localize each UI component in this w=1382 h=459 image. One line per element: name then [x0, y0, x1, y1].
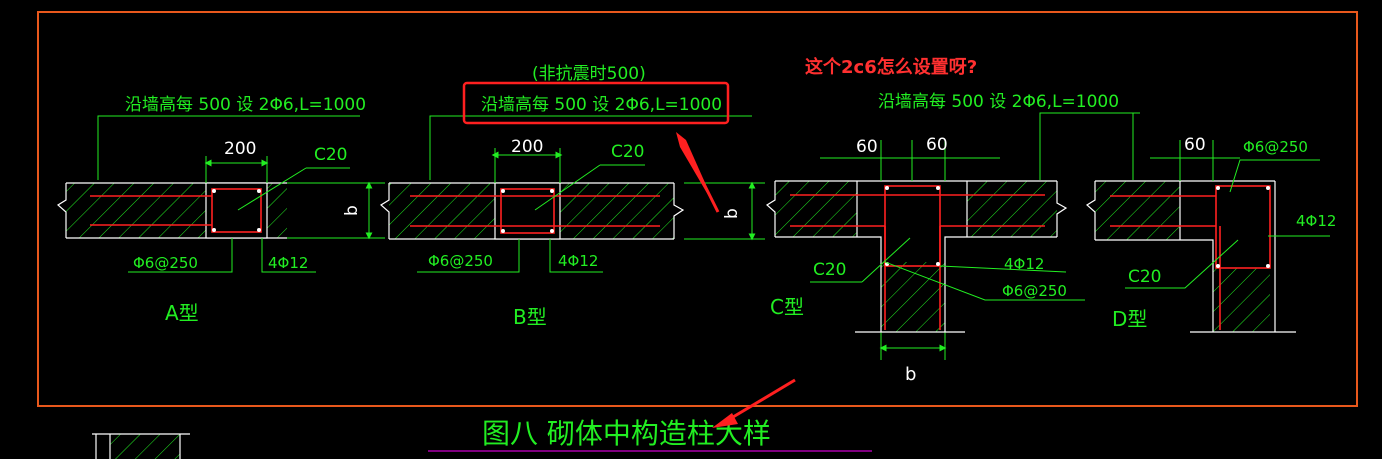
- type-c-main-bar-label: 4Φ12: [1004, 255, 1044, 273]
- type-c-note: 沿墙高每 500 设 2Φ6,L=1000: [878, 92, 1119, 112]
- type-b-label: B型: [513, 305, 547, 329]
- type-c-concrete-label: C20: [813, 260, 847, 280]
- type-b-dim-200: 200: [511, 137, 543, 157]
- type-c-stirrup-label: Φ6@250: [1002, 282, 1067, 300]
- highlight-box: [462, 81, 730, 125]
- type-b-stirrup-label: Φ6@250: [428, 252, 493, 270]
- type-d-dim-60: 60: [1184, 135, 1206, 155]
- type-a-concrete-label: C20: [314, 145, 348, 165]
- annotation-question: 这个2c6怎么设置呀?: [805, 56, 977, 78]
- type-a-stirrup-label: Φ6@250: [133, 254, 198, 272]
- type-c-dim-60b: 60: [926, 135, 948, 155]
- type-b-dim-b: b: [722, 208, 742, 219]
- type-c-dim-60a: 60: [856, 137, 878, 157]
- type-a-note: 沿墙高每 500 设 2Φ6,L=1000: [125, 95, 366, 115]
- type-a-detail: 沿墙高每 500 设 2Φ6,L=1000 200 C20 b Φ6@250 4…: [56, 95, 385, 325]
- type-a-main-bar-label: 4Φ12: [268, 254, 308, 272]
- type-c-dim-b: b: [905, 364, 916, 385]
- type-a-dim-b: b: [342, 205, 362, 216]
- type-c-label: C型: [770, 295, 804, 319]
- annotation-arrow-2: [712, 413, 738, 428]
- type-b-note: 沿墙高每 500 设 2Φ6,L=1000: [481, 95, 722, 115]
- partial-detail-fragment: [92, 433, 190, 459]
- type-d-detail: 60 Φ6@250 4Φ12 C20 D型: [1085, 112, 1336, 333]
- type-d-label: D型: [1112, 307, 1147, 331]
- drawing-frame: [37, 11, 1358, 407]
- type-d-stirrup-label: Φ6@250: [1243, 138, 1308, 156]
- type-a-label: A型: [165, 301, 199, 325]
- type-a-dim-200: 200: [224, 139, 256, 159]
- type-b-detail: (非抗震时500) 沿墙高每 500 设 2Φ6,L=1000 200 C20 …: [379, 64, 765, 329]
- top-note: (非抗震时500): [532, 64, 646, 84]
- type-c-detail: 沿墙高每 500 设 2Φ6,L=1000 60 60 C20 4Φ12: [765, 92, 1140, 385]
- type-d-main-bar-label: 4Φ12: [1296, 212, 1336, 230]
- type-b-main-bar-label: 4Φ12: [558, 252, 598, 270]
- type-d-concrete-label: C20: [1128, 267, 1162, 287]
- type-b-concrete-label: C20: [611, 142, 645, 162]
